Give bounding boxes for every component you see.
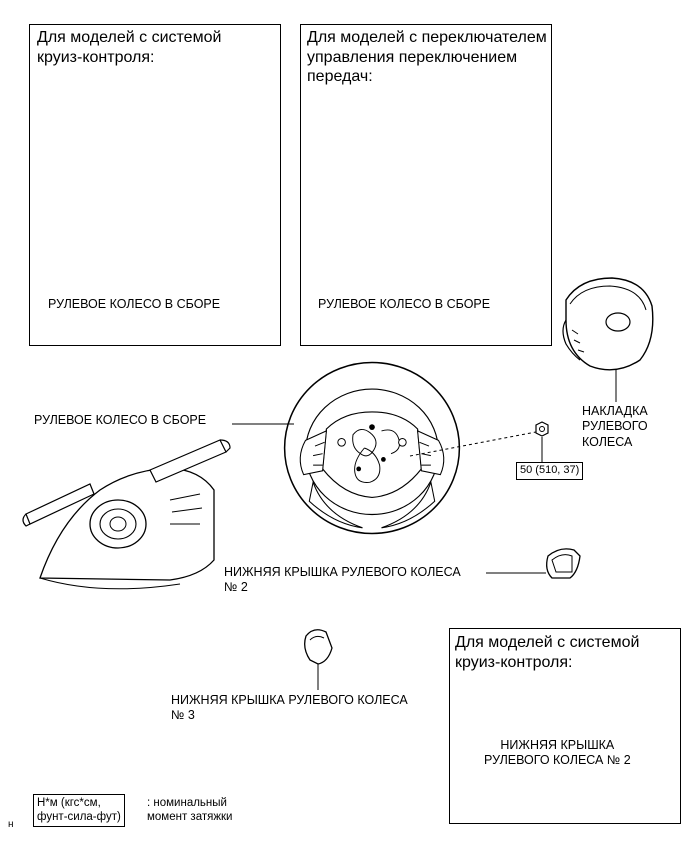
lower-cover-no2-icon	[546, 548, 581, 579]
box-cruise-control	[29, 24, 281, 346]
box3-lower-cover-label: НИЖНЯЯ КРЫШКА РУЛЕВОГО КОЛЕСА № 2	[484, 738, 631, 768]
box3-header: Для моделей с системой круиз-контроля:	[455, 634, 640, 671]
torque-unit-legend: Н*м (кгс*см, фунт-сила-фут)	[33, 794, 125, 827]
box-cruise-control-cover	[449, 628, 681, 824]
main-steering-wheel-label: РУЛЕВОЕ КОЛЕСО В СБОРЕ	[34, 413, 207, 427]
lower-cover-no3-icon	[304, 629, 333, 665]
box1-steering-wheel-label: РУЛЕВОЕ КОЛЕСО В СБОРЕ	[48, 297, 221, 311]
horn-pad-icon	[562, 277, 654, 371]
box1-header: Для моделей с системой круиз-контроля:	[37, 29, 222, 66]
box-shift-control	[300, 24, 552, 346]
steering-wheel-main	[283, 361, 461, 535]
nut-icon	[535, 421, 549, 437]
combination-switch-icon	[22, 439, 231, 590]
lower-cover-no2-label: НИЖНЯЯ КРЫШКА РУЛЕВОГО КОЛЕСА № 2	[224, 565, 461, 595]
torque-value-callout: 50 (510, 37)	[516, 462, 584, 480]
box2-steering-wheel-label: РУЛЕВОЕ КОЛЕСО В СБОРЕ	[318, 297, 491, 311]
steering-pad-label: НАКЛАДКА РУЛЕВОГО КОЛЕСА	[582, 404, 648, 449]
torque-legend-description: : номинальный момент затяжки	[147, 797, 233, 824]
lower-cover-no3-label: НИЖНЯЯ КРЫШКА РУЛЕВОГО КОЛЕСА № 3	[171, 693, 408, 723]
footer-letter: н	[8, 819, 14, 830]
box2-header: Для моделей с переключателем управления …	[307, 29, 547, 86]
